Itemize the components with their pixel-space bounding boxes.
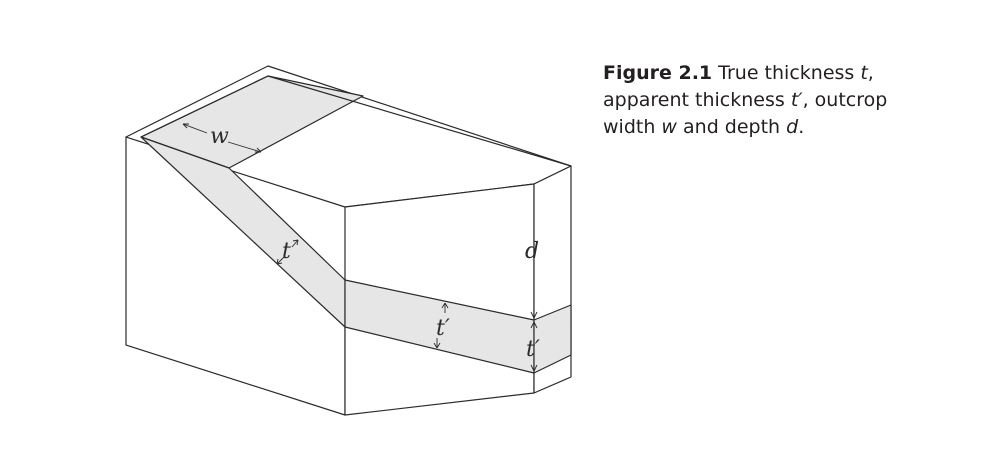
caption-var-w: w [661, 116, 677, 138]
caption-var-d: d [786, 116, 799, 138]
figure-number: Figure 2.1 [603, 62, 713, 84]
caption-text-2: , apparent thickness [603, 62, 874, 111]
caption-var-t-prime: t′ [790, 89, 803, 111]
caption-text-4: and depth [676, 116, 787, 138]
dimension-t: t [276, 239, 299, 265]
caption-var-t: t [860, 62, 868, 84]
dimension-t-prime-front: t′ [433, 302, 450, 349]
top-rim-line [140, 75, 269, 138]
label-t: t [282, 239, 291, 264]
dimension-t-prime-right: t′ [526, 321, 540, 372]
bed-band-right [533, 304, 572, 374]
caption-text-1: True thickness [718, 62, 861, 84]
dimension-w: w [182, 123, 262, 153]
label-d: d [525, 239, 539, 264]
block-diagram: w t t′ d [125, 65, 572, 416]
caption-text-5: . [798, 116, 805, 138]
label-t-prime-front: t′ [436, 316, 450, 341]
label-w: w [210, 124, 229, 149]
caption-text-3: , outcrop width [603, 89, 888, 138]
top-back-edge [267, 75, 572, 167]
dimension-d: d [525, 186, 539, 319]
label-t-prime-right: t′ [526, 337, 540, 362]
